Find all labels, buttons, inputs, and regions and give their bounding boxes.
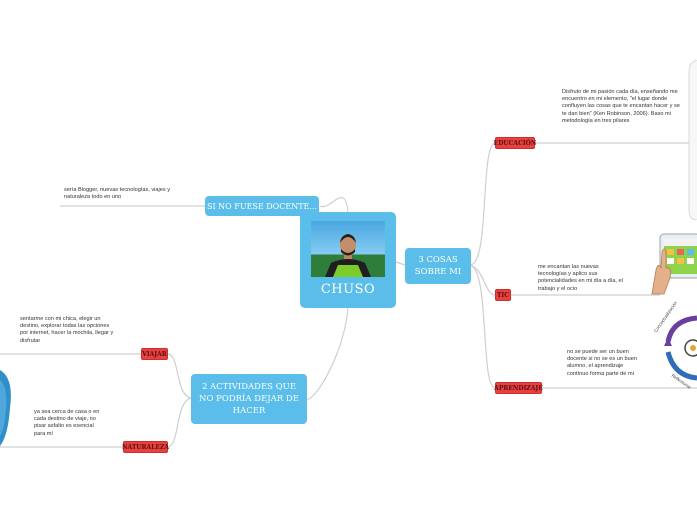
- tag-tic[interactable]: TIC: [495, 289, 511, 301]
- tag-educacion-note: Disfruto de mi pasión cada día, enseñand…: [562, 89, 680, 124]
- branch-si-no-fuese-docente[interactable]: SI NO FUESE DOCENTE...: [205, 196, 319, 216]
- tag-tic-note: me encantan las nuevas tecnologías y apl…: [538, 264, 623, 292]
- tag-naturaleza[interactable]: NATURALEZA: [122, 441, 169, 453]
- tag-viajar-note: sentarme con mi chica, elegir un destino…: [20, 316, 114, 344]
- profile-photo: [311, 221, 385, 277]
- branch-3-cosas-sobre-mi[interactable]: 3 COSAS SOBRE MI: [405, 248, 471, 284]
- tag-naturaleza-note: ya sea cerca de casa o en cada destino d…: [34, 409, 100, 437]
- education-image-edge: [688, 60, 697, 220]
- profile-person-icon: [311, 234, 385, 277]
- learning-cycle-image: [664, 315, 697, 381]
- tablet-hand-image: [651, 233, 697, 295]
- tag-aprendizaje-note: no se puede ser un buen docente si no se…: [567, 349, 637, 377]
- nature-image-edge: [0, 370, 11, 446]
- central-title: CHUSO: [320, 282, 376, 297]
- tag-educacion[interactable]: EDUCACIÓN: [494, 137, 536, 149]
- branch-2-actividades[interactable]: 2 ACTIVIDADES QUE NO PODRÍA DEJAR DE HAC…: [191, 374, 307, 424]
- branch-si-no-fuese-docente-note: sería Blogger, nuevas tecnologías, viaje…: [64, 187, 171, 201]
- tag-aprendizaje[interactable]: APRENDIZAJE: [494, 382, 543, 394]
- central-node[interactable]: CHUSO: [300, 212, 396, 308]
- tag-viajar[interactable]: VIAJAR: [141, 348, 168, 360]
